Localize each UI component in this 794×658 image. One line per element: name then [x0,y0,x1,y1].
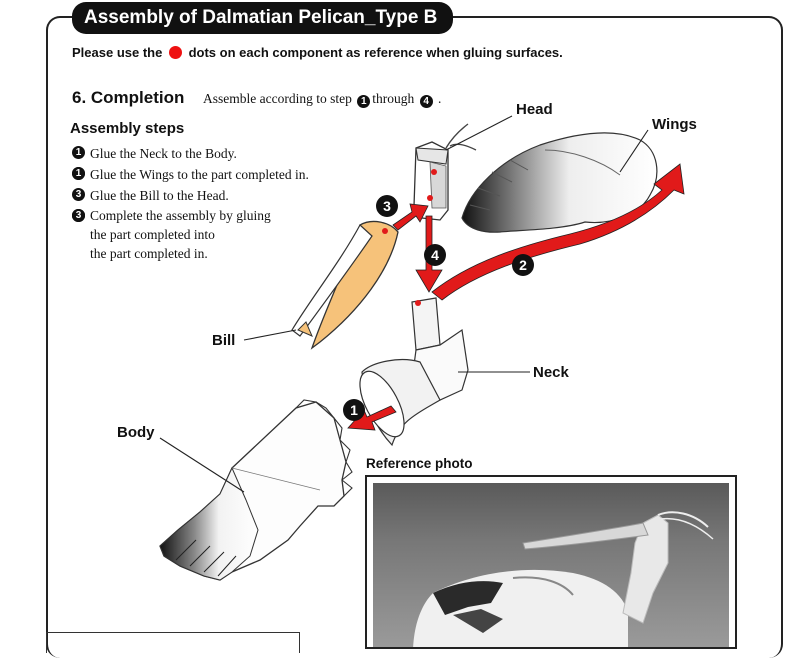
step-number-icon [343,399,365,421]
neck-part [359,297,469,447]
arrow-number-icons: 1 2 3 4 [343,195,534,421]
body-part [159,399,353,581]
reference-photo [365,475,737,649]
arrow-number-1: 1 [350,402,358,418]
step-item: 2 Glue the Wings to the part completed i… [72,164,309,185]
step-number-icon [424,244,446,266]
step-item: 1 Glue the Neck to the Body. [72,143,309,164]
arrow-step-3 [392,203,429,231]
step-item: 3 Glue the Bill to the Head. [72,185,309,206]
step-number-icon: 1 [357,95,371,108]
label-head: Head [516,101,553,118]
glue-note: Please use the dots on each component as… [72,45,563,60]
arrow-number-2: 2 [519,257,527,273]
leader-lines [159,115,649,493]
steps-heading: Assembly steps [70,120,185,137]
head-part [413,123,477,221]
page-title: Assembly of Dalmatian Pelican_Type B [72,2,454,34]
note-text-after: dots on each component as reference when… [188,45,563,60]
steps-list: 1 Glue the Neck to the Body. 2 Glue the … [72,143,309,263]
step-number-icon: 4 [419,95,433,108]
wings-part [461,132,658,233]
label-body: Body [117,424,155,441]
pelican-photo-image [413,511,714,647]
step-number-icon [512,254,534,276]
bottom-left-box [46,632,300,653]
step-number-icon: 1 [72,146,85,159]
label-neck: Neck [533,364,569,381]
step-ref-icon: 1 [72,167,85,180]
reference-photo-heading: Reference photo [366,456,473,471]
step-number-icon [376,195,398,217]
step-ref-icon: 3 [72,209,85,222]
section-heading: 6. Completion [72,88,185,107]
arrow-number-4: 4 [431,247,439,263]
label-bill: Bill [212,332,236,349]
red-dot-icon [168,46,182,59]
step-item: 4 Complete the assembly by gluing the pa… [72,206,309,263]
arrow-number-3: 3 [383,198,391,214]
note-text-before: Please use the [72,45,163,60]
step-number-icon: 3 [72,188,85,201]
assembly-diagram: 1 2 3 4 [159,115,685,581]
label-wings: Wings [652,116,697,133]
bill-part [291,220,399,350]
